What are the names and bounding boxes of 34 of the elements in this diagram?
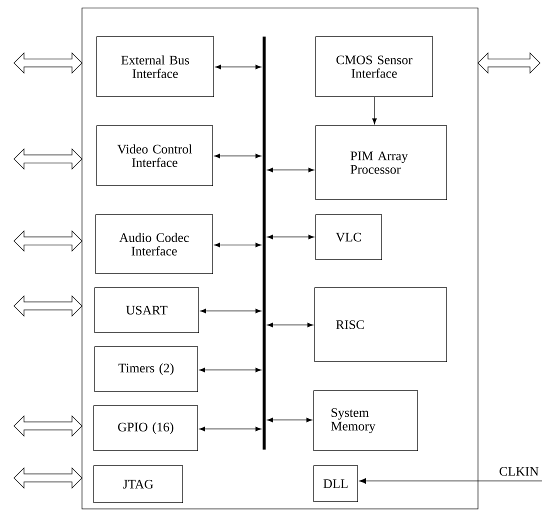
edge-label: CLKIN	[500, 467, 538, 476]
block-box: Timers (2)	[94, 346, 198, 392]
block-box: External Bus Interface	[96, 36, 214, 97]
chip-outline	[82, 8, 478, 510]
block-box: DLL	[313, 465, 358, 502]
block-arrow	[14, 295, 82, 317]
block-arrow	[14, 415, 82, 437]
block-box: Audio Codec Interface	[95, 214, 213, 274]
arrow	[266, 418, 312, 422]
block-box: USART	[94, 287, 199, 333]
block-arrow	[14, 467, 82, 489]
block-box: Video Control Interface	[96, 125, 213, 186]
block-box: JTAG	[93, 465, 183, 503]
block-arrow	[14, 148, 82, 170]
block-box: PIM Array Processor	[315, 125, 447, 200]
block-box: System Memory	[313, 390, 418, 451]
arrow	[214, 242, 262, 248]
arrow	[215, 64, 262, 70]
block-box: CMOS Sensor Interface	[315, 36, 433, 97]
arrow	[266, 322, 314, 328]
block-box: RISC	[314, 287, 447, 362]
block-box: VLC	[315, 214, 382, 260]
block-box: GPIO (16)	[93, 405, 198, 451]
arrow	[266, 234, 314, 240]
block-arrow	[14, 230, 82, 252]
arrow	[358, 478, 542, 484]
arrow	[199, 368, 262, 372]
arrow	[200, 308, 262, 314]
block-arrow	[14, 52, 82, 74]
arrow	[214, 154, 262, 158]
arrow	[372, 96, 377, 124]
block-arrow	[478, 52, 540, 74]
arrow	[199, 426, 262, 432]
arrow	[266, 168, 314, 172]
